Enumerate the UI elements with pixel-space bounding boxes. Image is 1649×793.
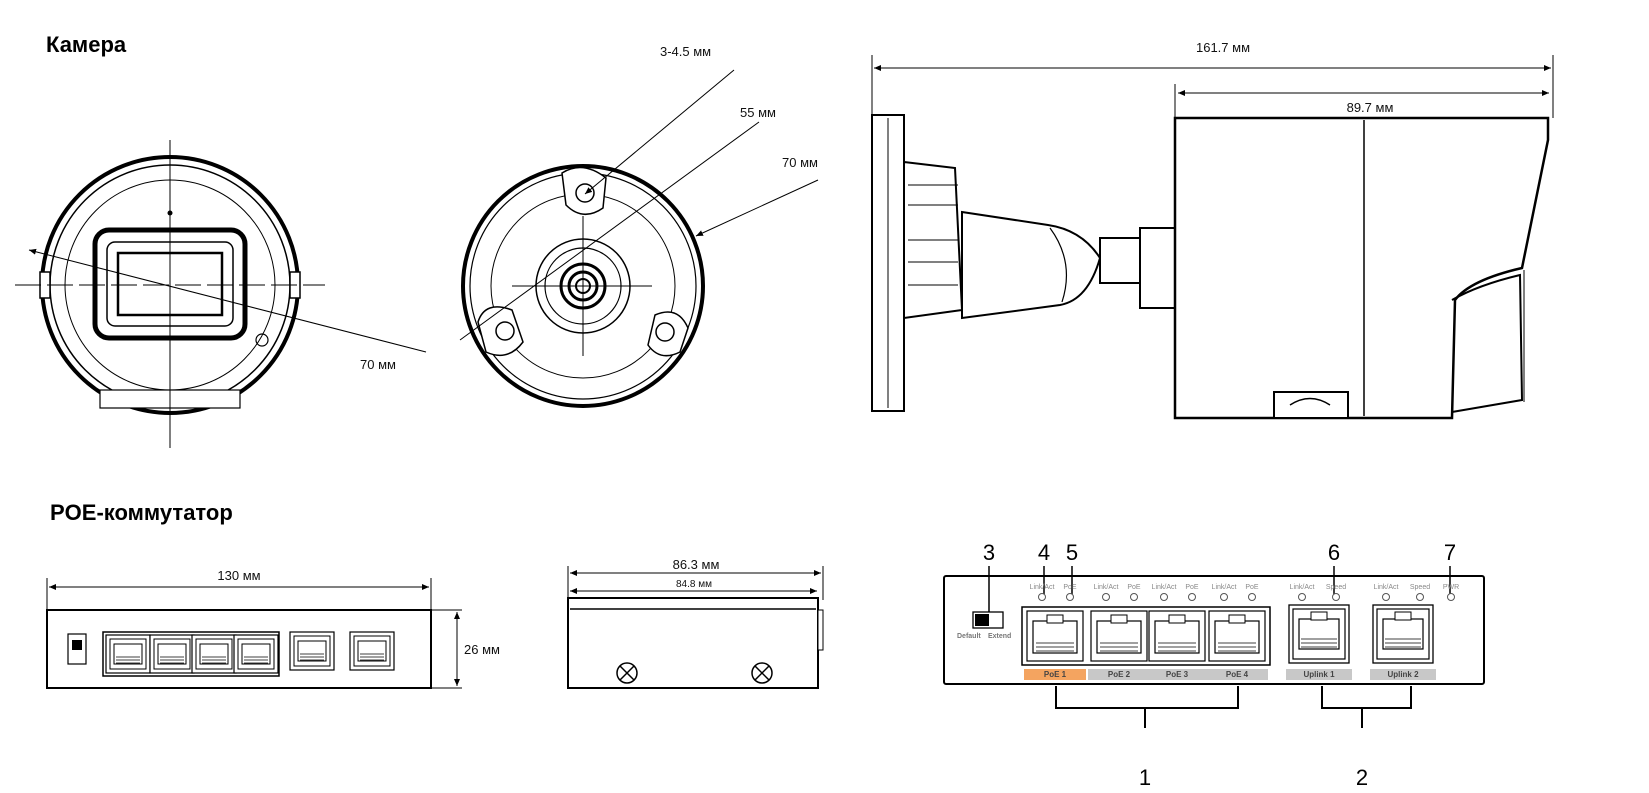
side-body-length-label: 89.7 мм (1347, 100, 1394, 115)
poe3-led-1 (1160, 593, 1168, 601)
poe-port-label-3: PoE 3 (1166, 670, 1189, 679)
poe2-led-1 (1102, 593, 1110, 601)
uplink-port-label-2: Uplink 2 (1387, 670, 1419, 679)
poe-port-label-4: PoE 4 (1226, 670, 1249, 679)
uplink-port-label-1: Uplink 1 (1303, 670, 1335, 679)
poe3-led-label-1: Link/Act (1152, 584, 1177, 591)
camera-side-view: 161.7 мм 89.7 мм (871, 40, 1554, 420)
poe4-led-label-1: Link/Act (1212, 584, 1237, 591)
switch-section-title: POE-коммутатор (50, 500, 233, 525)
camera-front-diameter-label: 70 мм (360, 357, 396, 372)
poe-port-label-bg-2 (1088, 669, 1150, 680)
poe2-led-label-2: PoE (1127, 584, 1141, 591)
mount-screw-label: 3-4.5 мм (660, 44, 711, 59)
switch-front-view: 130 мм 26 мм (46, 568, 500, 689)
poe-port-label-bg-4 (1206, 669, 1268, 680)
poe-port-label-bg-1 (1024, 669, 1086, 680)
switch-front-height-label: 26 мм (464, 642, 500, 657)
mount-outer-label: 70 мм (782, 155, 818, 170)
side-total-length-label: 161.7 мм (1196, 40, 1250, 55)
poe-port-label-2: PoE 2 (1108, 670, 1131, 679)
callout-7: 7 (1444, 540, 1456, 565)
switch-side-inner-label: 84.8 мм (676, 579, 712, 590)
switch-label-extend: Extend (988, 633, 1011, 640)
uplink1-led-label-2: Speed (1326, 584, 1346, 591)
switch-side-outer-label: 86.3 мм (673, 557, 720, 572)
uplink2-led-2 (1416, 593, 1424, 601)
poe-port-label-bg-3 (1146, 669, 1208, 680)
camera-mount-view: 3-4.5 мм 55 мм 70 мм (459, 44, 819, 408)
poe1-led-2 (1066, 593, 1074, 601)
uplink-label-bg-1 (1286, 669, 1352, 680)
poe-port-label-1: PoE 1 (1044, 670, 1067, 679)
poe3-led-2 (1188, 593, 1196, 601)
poe4-led-1 (1220, 593, 1228, 601)
pwr-led-label: PWR (1443, 584, 1459, 591)
uplink1-led-label-1: Link/Act (1290, 584, 1315, 591)
uplink2-led-label-1: Link/Act (1374, 584, 1399, 591)
poe-port-1[interactable] (1026, 610, 1084, 662)
uplink1-led-2 (1332, 593, 1340, 601)
mount-inner-label: 55 мм (740, 105, 776, 120)
poe1-led-1 (1038, 593, 1046, 601)
uplink2-led-1 (1382, 593, 1390, 601)
switch-side-view: 86.3 мм 84.8 мм (567, 557, 824, 689)
switch-front-width-label: 130 мм (217, 568, 260, 583)
uplink-label-bg-2 (1370, 669, 1436, 680)
uplink-port-2[interactable] (1372, 604, 1434, 664)
callout-2: 2 (1356, 765, 1368, 790)
poe-port-2[interactable] (1090, 610, 1148, 662)
uplink2-led-label-2: Speed (1410, 584, 1430, 591)
callout-1: 1 (1139, 765, 1151, 790)
poe-port-3[interactable] (1148, 610, 1206, 662)
poe-port-4[interactable] (1208, 610, 1266, 662)
poe4-led-label-2: PoE (1245, 584, 1259, 591)
camera-section-title: Камера (46, 32, 127, 57)
poe4-led-2 (1248, 593, 1256, 601)
callout-3: 3 (983, 540, 995, 565)
uplink1-led-1 (1298, 593, 1306, 601)
switch-panel-view: 1 2 3 4 5 6 7 Default Extend PoE 1 PoE 2 P… (943, 540, 1485, 790)
poe2-led-2 (1130, 593, 1138, 601)
callout-4: 4 (1038, 540, 1050, 565)
poe1-led-label-2: PoE (1063, 584, 1077, 591)
pwr-led (1447, 593, 1455, 601)
poe2-led-label-1: Link/Act (1094, 584, 1119, 591)
poe3-led-label-2: PoE (1185, 584, 1199, 591)
poe1-led-label-1: Link/Act (1030, 584, 1055, 591)
uplink-port-1[interactable] (1288, 604, 1350, 664)
camera-front-view: 70 мм (15, 140, 427, 448)
callout-5: 5 (1066, 540, 1078, 565)
callout-6: 6 (1328, 540, 1340, 565)
switch-label-default: Default (957, 633, 981, 640)
